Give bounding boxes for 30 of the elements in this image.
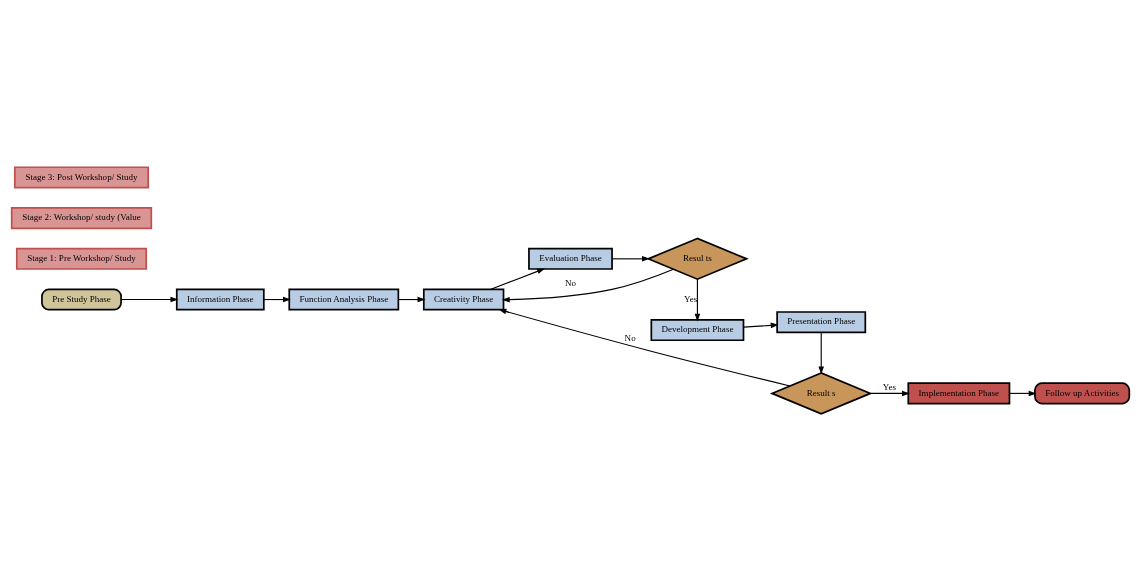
- node-box: Follow up Activities: [1034, 382, 1131, 405]
- edge-label: No: [624, 333, 636, 344]
- arrow: [869, 390, 910, 397]
- arrow: [397, 296, 426, 303]
- node-box: Creativity Phase: [422, 288, 505, 311]
- edge-label: Yes: [882, 382, 896, 393]
- arrow: [501, 268, 674, 303]
- node-box: Function Analysis Phase: [288, 288, 400, 311]
- arrow: [120, 296, 179, 303]
- arrow: [611, 256, 650, 262]
- edge-label: Yes: [684, 293, 698, 304]
- node-diamond: Resul ts: [646, 237, 749, 281]
- arrow: [490, 268, 546, 290]
- node-box: Evaluation Phase: [528, 247, 613, 270]
- node-box: Implementation Phase: [907, 382, 1011, 405]
- node-box: Development Phase: [650, 319, 745, 342]
- arrow: [1009, 390, 1037, 397]
- node-box: Stage 1: Pre Workshop/ Study: [15, 247, 148, 270]
- arrow: [498, 308, 791, 387]
- arrow: [818, 331, 824, 375]
- arrow: [263, 296, 291, 303]
- node-box: Information Phase: [175, 288, 265, 311]
- node-box: Presentation Phase: [776, 311, 867, 334]
- edge-label: No: [564, 278, 577, 289]
- node-box: Stage 2: Workshop/ study (Value: [10, 207, 153, 230]
- node-box: Pre Study Phase: [41, 288, 122, 311]
- node-diamond: Result s: [769, 372, 873, 415]
- arrow: [743, 322, 779, 329]
- arrow: [694, 278, 701, 322]
- node-box: Stage 3: Post Workshop/ Study: [13, 166, 150, 189]
